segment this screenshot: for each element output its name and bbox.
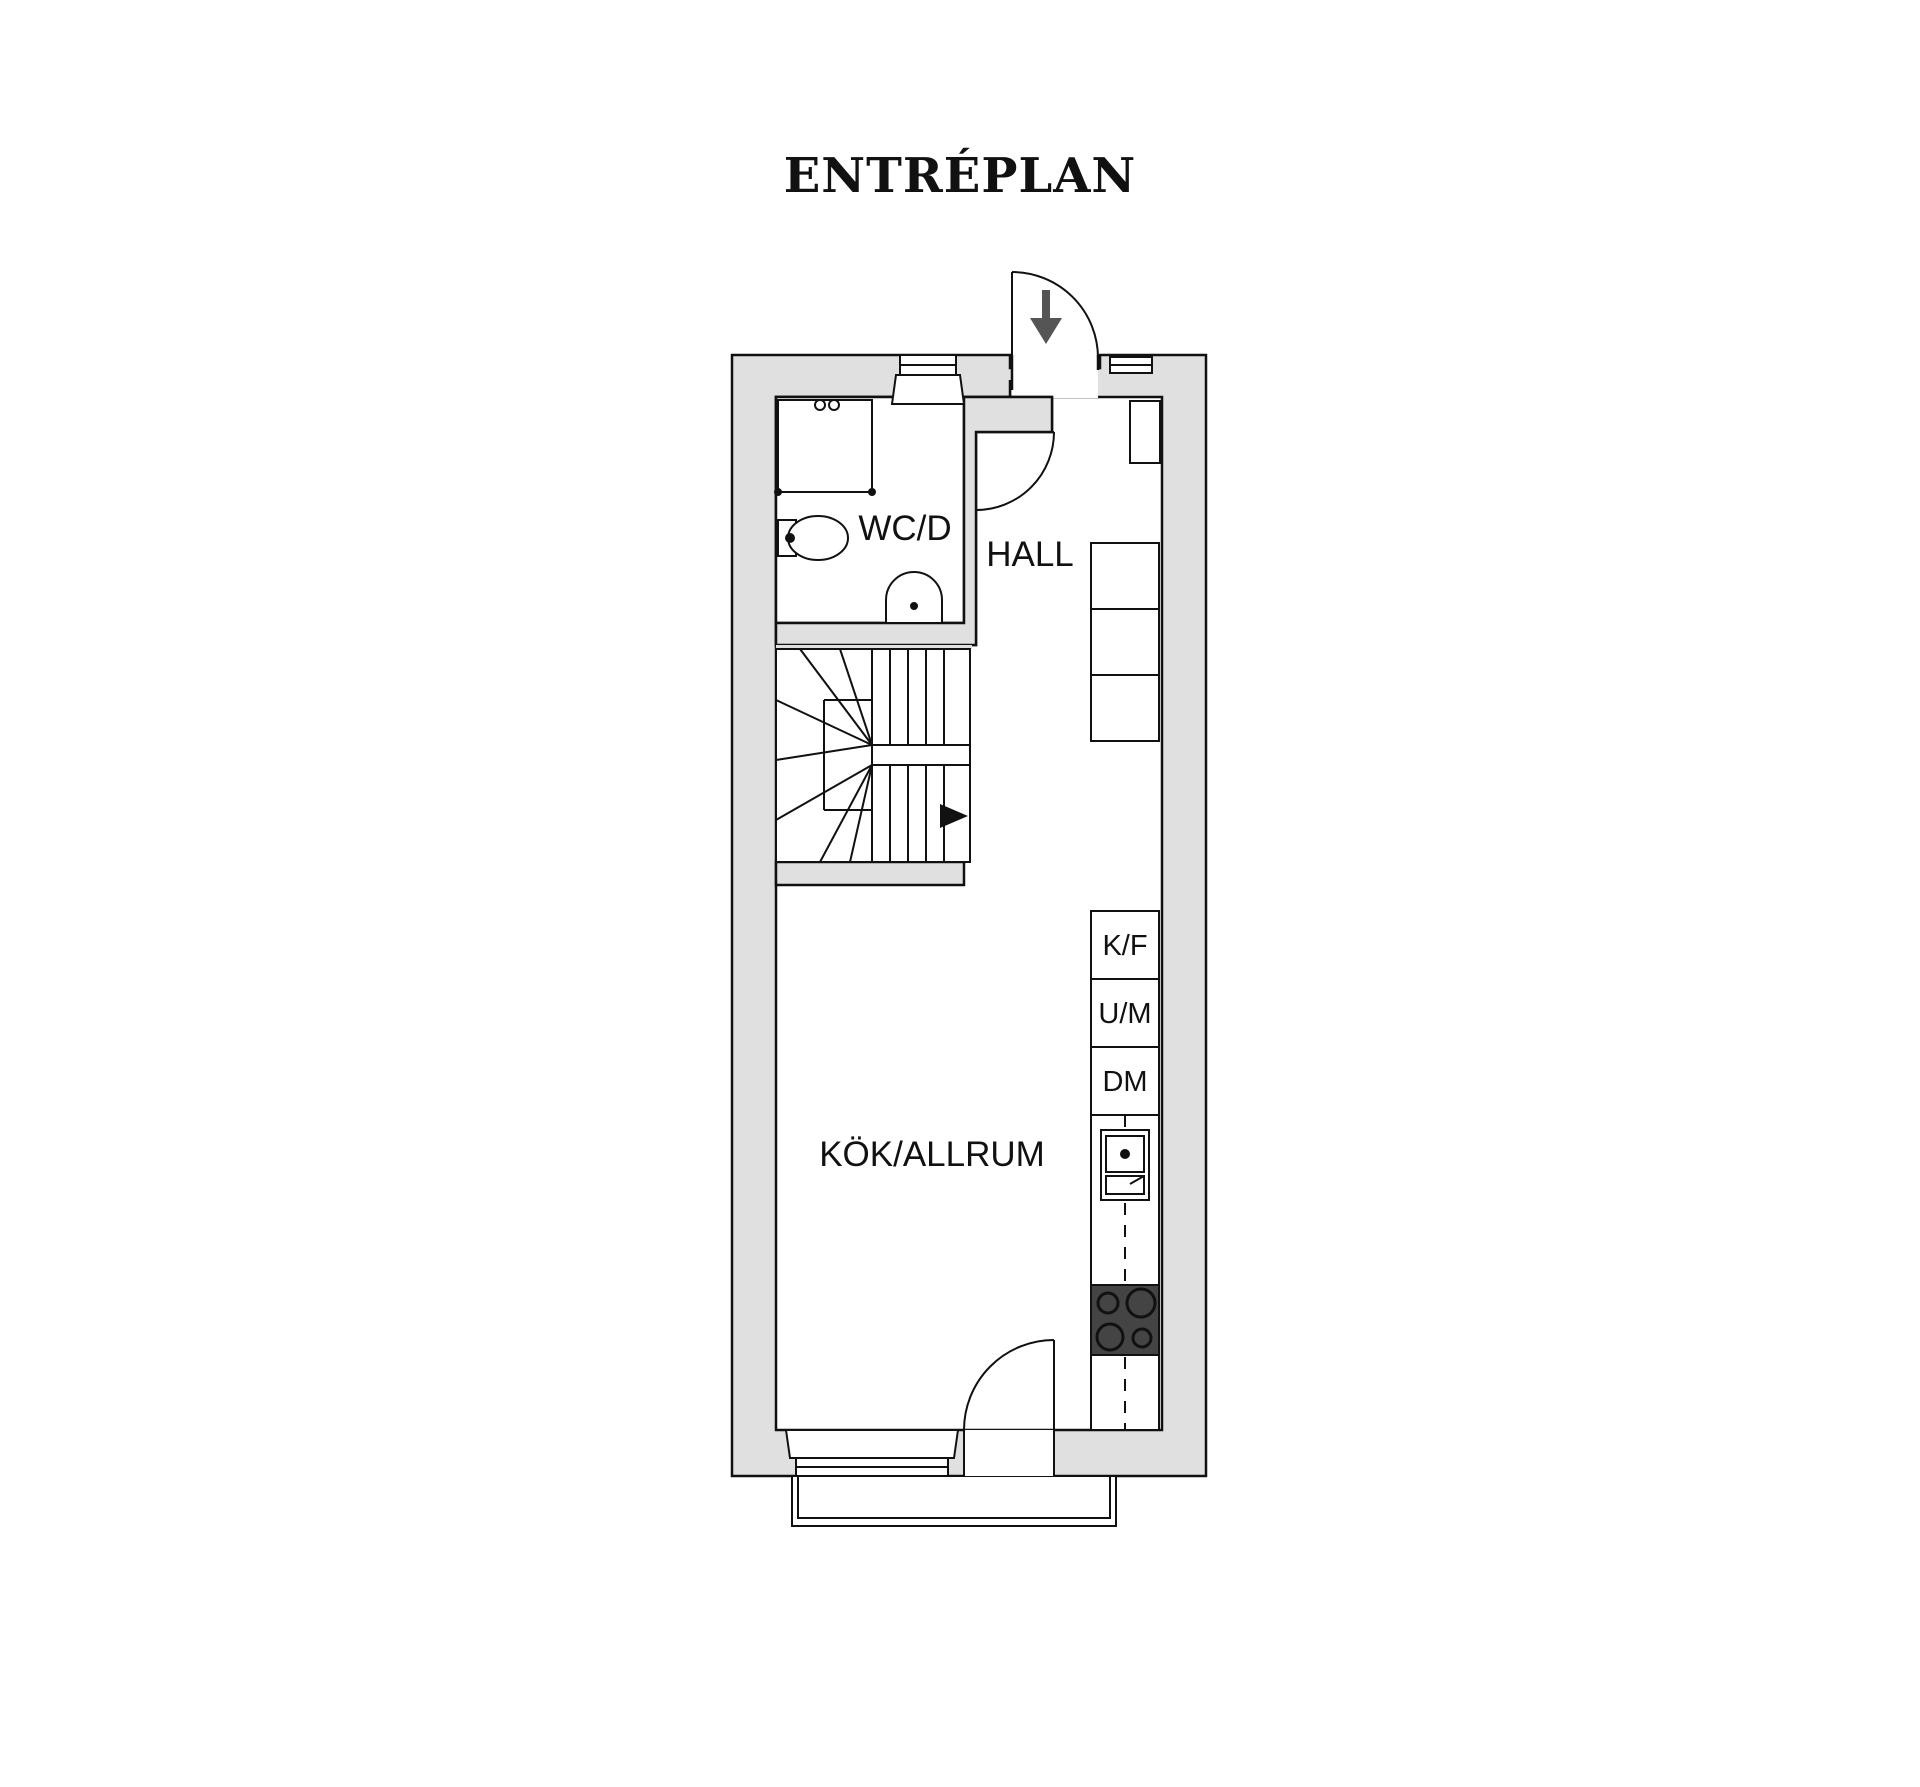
appliance-label-fridge-freezer: K/F bbox=[1102, 930, 1147, 962]
plan-title: ENTRÉPLAN bbox=[783, 148, 1137, 204]
window-top-right bbox=[1109, 356, 1153, 374]
wc-door bbox=[975, 431, 1055, 511]
washbasin bbox=[885, 571, 943, 624]
room-label-kitchen: KÖK/ALLRUM bbox=[819, 1135, 1045, 1174]
entrance-opening bbox=[1012, 352, 1098, 398]
room-label-wc: WC/D bbox=[858, 509, 951, 548]
balcony-door bbox=[963, 1339, 1055, 1476]
shower-area bbox=[774, 399, 876, 496]
kitchen-sink bbox=[1100, 1129, 1150, 1201]
appliance-label-oven-microwave: U/M bbox=[1098, 998, 1151, 1030]
appliance-label-dishwasher: DM bbox=[1102, 1066, 1147, 1098]
stair-direction-arrow bbox=[940, 804, 968, 828]
stove bbox=[1090, 1284, 1160, 1356]
window-top-left bbox=[890, 354, 966, 405]
stair-wall bbox=[776, 645, 972, 649]
window-bottom bbox=[784, 1429, 960, 1477]
toilet bbox=[777, 515, 849, 561]
entrance-arrow bbox=[1030, 290, 1062, 344]
staircase bbox=[775, 648, 971, 863]
balcony bbox=[791, 1475, 1117, 1527]
entrance-door bbox=[1011, 271, 1099, 359]
hall-storage bbox=[1090, 400, 1161, 742]
room-label-hall: HALL bbox=[986, 535, 1074, 574]
